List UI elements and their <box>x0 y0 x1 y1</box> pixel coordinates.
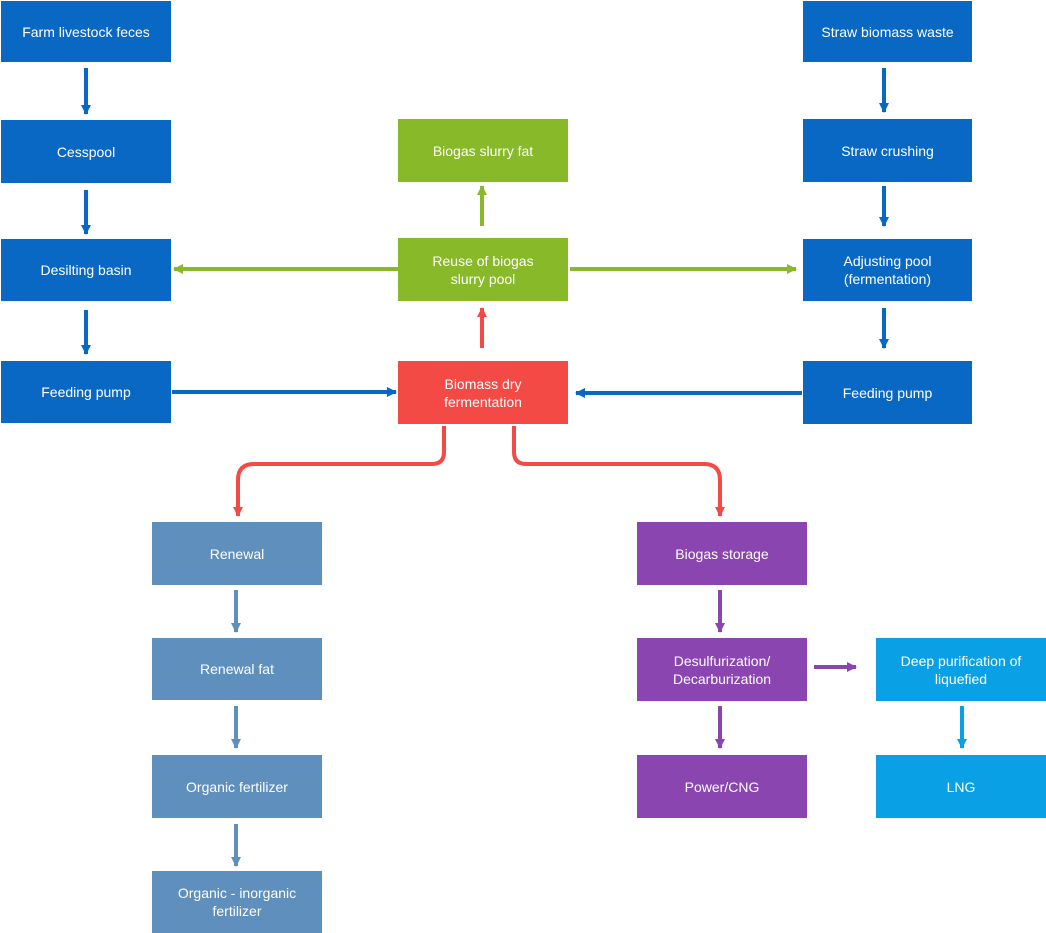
node-organic-inorganic-fertilizer: Organic - inorganic fertilizer <box>152 871 322 933</box>
node-straw-crushing: Straw crushing <box>803 119 972 182</box>
node-renewal-fat: Renewal fat <box>152 638 322 700</box>
node-biogas-slurry-fat: Biogas slurry fat <box>398 119 568 182</box>
node-renewal: Renewal <box>152 522 322 585</box>
node-feeding-pump-right: Feeding pump <box>803 361 972 424</box>
node-desilting-basin: Desilting basin <box>1 239 171 301</box>
node-cesspool: Cesspool <box>1 120 171 183</box>
node-deep-purification: Deep purification of liquefied <box>876 638 1046 701</box>
node-adjusting-pool: Adjusting pool (fermentation) <box>803 239 972 301</box>
node-biomass-dry-fermentation: Biomass dry fermentation <box>398 361 568 424</box>
node-reuse-biogas-slurry-pool: Reuse of biogas slurry pool <box>398 238 568 301</box>
node-feeding-pump-left: Feeding pump <box>1 361 171 423</box>
node-biogas-storage: Biogas storage <box>637 522 807 585</box>
node-organic-fertilizer: Organic fertilizer <box>152 755 322 818</box>
arrow-fermentation-to-renewal <box>233 426 446 517</box>
node-power-cng: Power/CNG <box>637 755 807 818</box>
node-farm-livestock-feces: Farm livestock feces <box>1 1 171 62</box>
node-straw-biomass-waste: Straw biomass waste <box>803 1 972 62</box>
arrow-fermentation-to-biogas-storage <box>512 426 725 517</box>
node-lng: LNG <box>876 755 1046 818</box>
node-desulfurization-decarburization: Desulfurization/ Decarburization <box>637 638 807 701</box>
